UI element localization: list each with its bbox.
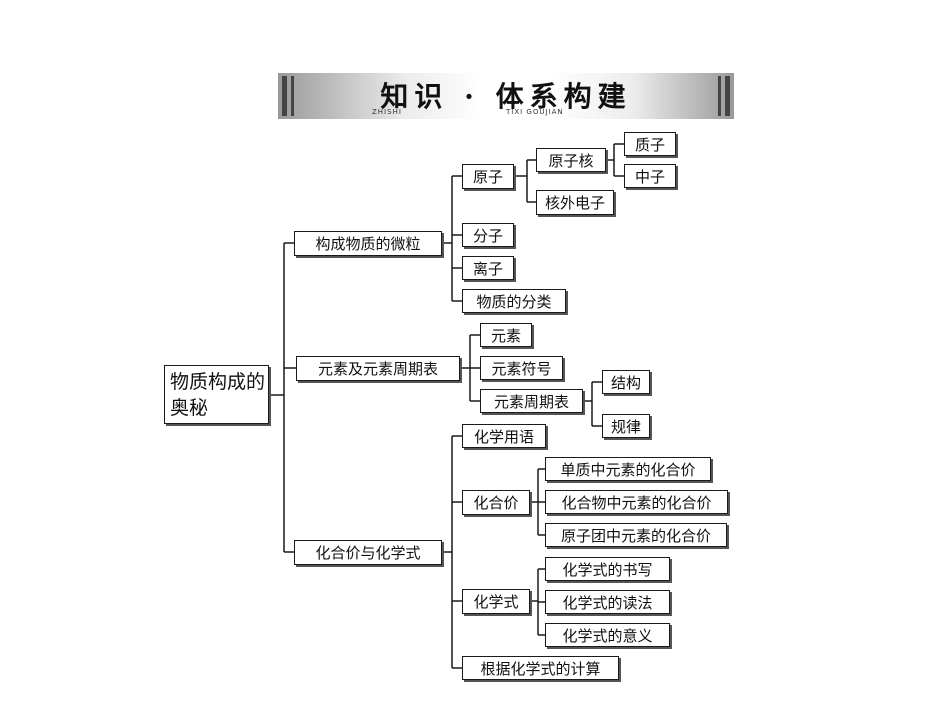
node-formula-writing: 化学式的书写 (545, 557, 670, 581)
node-particles: 构成物质的微粒 (294, 231, 442, 256)
node-formula-reading: 化学式的读法 (545, 590, 670, 614)
node-electron: 核外电子 (536, 190, 614, 215)
node-valence-compound: 化合物中元素的化合价 (545, 490, 728, 514)
banner-stripe (291, 76, 294, 116)
node-valence-elemental: 单质中元素的化合价 (545, 457, 711, 481)
node-chem-terms: 化学用语 (462, 424, 546, 448)
node-valence-group: 原子团中元素的化合价 (545, 523, 727, 547)
node-molecule: 分子 (462, 223, 514, 247)
node-structure: 结构 (602, 370, 650, 394)
node-element: 元素 (480, 323, 532, 347)
node-formula-calc: 根据化学式的计算 (462, 656, 619, 680)
root-node: 物质构成的奥秘 (164, 365, 269, 424)
header-subtitle-left: ZHISHI (372, 108, 402, 116)
node-ion: 离子 (462, 256, 514, 280)
node-elements-periodic-table: 元素及元素周期表 (296, 356, 460, 381)
header-title: 知识 · 体系构建 (380, 80, 632, 113)
node-symbol: 元素符号 (480, 356, 563, 380)
node-valence: 化合价 (462, 490, 530, 515)
header-banner: 知识 · 体系构建 ZHISHI TIXI GOUJIAN (278, 73, 734, 119)
node-neutron: 中子 (624, 164, 676, 188)
header-subtitle-right: TIXI GOUJIAN (506, 108, 564, 116)
banner-stripe (718, 76, 721, 116)
node-proton: 质子 (624, 132, 676, 156)
banner-stripe (282, 76, 287, 116)
node-formula-meaning: 化学式的意义 (545, 623, 670, 647)
node-valence-formula: 化合价与化学式 (294, 540, 442, 565)
node-atom: 原子 (462, 164, 514, 189)
node-nucleus: 原子核 (536, 148, 606, 172)
node-periodic-table: 元素周期表 (480, 389, 583, 413)
banner-stripe (725, 76, 730, 116)
node-formula: 化学式 (462, 589, 530, 614)
node-classification: 物质的分类 (462, 289, 566, 313)
node-law: 规律 (602, 414, 650, 438)
